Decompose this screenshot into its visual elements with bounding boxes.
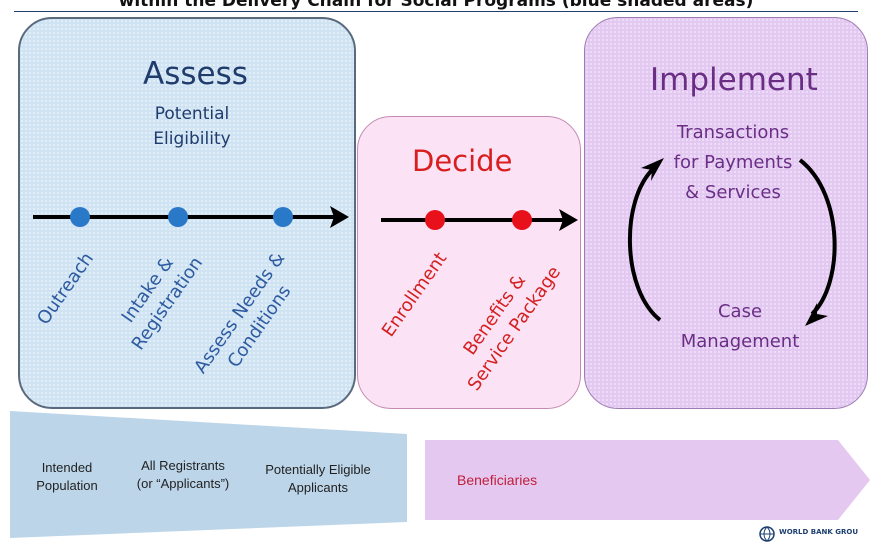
- registrants-line2: (or “Applicants”): [136, 476, 230, 491]
- outreach-dot: [70, 207, 90, 227]
- beneficiaries-label: Beneficiaries: [457, 472, 538, 488]
- population-funnel: [10, 411, 407, 538]
- title-underline: [14, 11, 858, 12]
- decide-timeline-arrowhead: [559, 209, 578, 231]
- case-line1: Case: [717, 301, 763, 322]
- eligible-line1: Potentially Eligible: [265, 462, 371, 477]
- intake-dot: [168, 207, 188, 227]
- case-line2: Management: [680, 331, 800, 352]
- decide-panel: [357, 116, 581, 409]
- diagram-title: within the Delivery Chain for Social Pro…: [118, 0, 754, 11]
- world-bank-logo: WORLD BANK GROU: [757, 526, 872, 542]
- implement-title: Implement: [650, 62, 818, 98]
- intended-line2: Population: [36, 478, 98, 493]
- cycle-arrow-left: [628, 166, 662, 322]
- benefits-dot: [512, 210, 532, 230]
- case-management-label: Case Management: [660, 297, 820, 357]
- cycle-arrow-left-head: [641, 158, 664, 181]
- transactions-label: Transactions for Payments & Services: [658, 118, 808, 208]
- assess-subtitle-line2: Eligibility: [153, 129, 231, 149]
- funnel-label-intended-population: Intended Population: [22, 459, 112, 495]
- transactions-line2: for Payments: [673, 152, 793, 173]
- registrants-line1: All Registrants: [141, 458, 225, 473]
- enrollment-dot: [425, 210, 445, 230]
- assess-needs-dot: [273, 207, 293, 227]
- assess-title: Assess: [143, 56, 248, 92]
- transactions-line1: Transactions: [676, 122, 790, 143]
- assess-timeline-arrowhead: [330, 206, 349, 228]
- assess-subtitle: Potential Eligibility: [130, 102, 254, 152]
- logo-globe-lines: [760, 526, 774, 542]
- world-bank-logo-text: WORLD BANK GROU: [779, 528, 859, 536]
- cycle-arrow-right-head: [805, 303, 828, 326]
- assess-subtitle-line1: Potential: [154, 104, 230, 124]
- cycle-arrow-right: [798, 158, 837, 316]
- transactions-line3: & Services: [685, 182, 781, 203]
- funnel-label-all-registrants: All Registrants (or “Applicants”): [118, 457, 248, 493]
- decide-title: Decide: [412, 144, 513, 178]
- funnel-label-potentially-eligible: Potentially Eligible Applicants: [246, 461, 390, 497]
- beneficiaries-arrow: [425, 440, 870, 520]
- eligible-line2: Applicants: [288, 480, 348, 495]
- intended-line1: Intended: [41, 460, 93, 475]
